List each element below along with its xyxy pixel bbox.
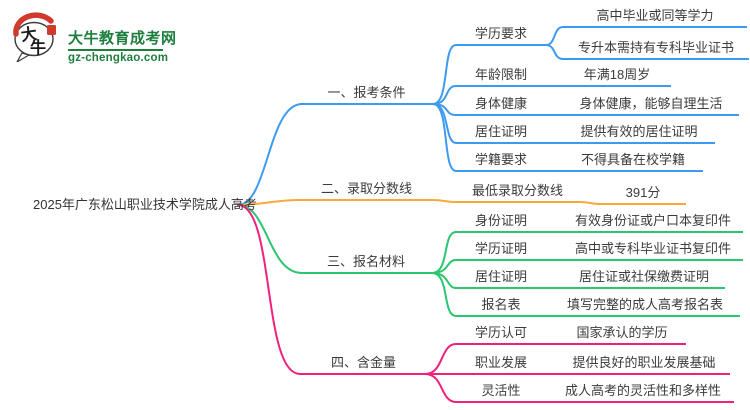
- edge-branch2-child: [432, 199, 456, 203]
- edge-child1-leaf1: [545, 26, 564, 46]
- edge-root-branch1: [237, 103, 303, 206]
- branch2-child1: 最低录取分数线: [455, 181, 580, 203]
- edge-branch1-child1: [432, 44, 457, 105]
- logo-url: gz-chengkao.com: [68, 52, 169, 64]
- branch2-label: 二、录取分数线: [300, 179, 433, 201]
- branch1-child3: 身体健康: [456, 94, 546, 116]
- branch4-child2: 职业发展: [456, 353, 546, 375]
- logo-char-da: 大: [20, 24, 39, 45]
- branch4-child3: 灵活性: [456, 381, 546, 403]
- edge-branch3-child4: [431, 272, 457, 317]
- edge-branch1-child2: [432, 85, 457, 105]
- edge-child1-leaf2: [545, 44, 564, 60]
- branch1-child1: 学历要求: [456, 24, 546, 46]
- branch1-child3-leaf1: 身体健康，能够自理生活: [563, 94, 739, 116]
- site-logo: 大 牛 大牛教育成考网 gz-chengkao.com: [10, 10, 200, 64]
- branch1-child4-leaf1: 提供有效的居住证明: [563, 122, 715, 144]
- branch3-child3: 居住证明: [456, 267, 546, 289]
- branch3-child1: 身份证明: [456, 211, 546, 233]
- branch3-child2-leaf1: 高中或专科毕业证书复印件: [563, 239, 743, 261]
- logo-divider: [68, 49, 163, 51]
- branch1-child4: 居住证明: [456, 122, 546, 144]
- branch4-child1: 学历认可: [456, 323, 546, 345]
- branch1-child5: 学籍要求: [456, 150, 546, 172]
- branch2-score-leaf: 391分: [600, 183, 686, 205]
- edge-root-branch4: [237, 204, 301, 375]
- branch3-child3-leaf1: 居住证或社保缴费证明: [563, 267, 725, 289]
- branch4-child2-leaf1: 提供良好的职业发展基础: [558, 353, 730, 375]
- branch4-child3-leaf1: 成人高考的灵活性和多样性: [552, 381, 734, 403]
- branch1-child5-leaf1: 不得具备在校学籍: [563, 150, 703, 172]
- edge-child-score: [579, 201, 601, 205]
- branch1-child1-leaf1: 高中毕业或同等学力: [563, 6, 747, 28]
- edge-branch4-child3: [424, 373, 457, 403]
- branch3-label: 三、报名材料: [300, 252, 432, 274]
- logo-red-arc: [13, 12, 54, 37]
- logo-red-seal: [47, 25, 56, 35]
- logo-title: 大牛教育成考网: [68, 30, 177, 47]
- edge-branch3-child1: [431, 231, 457, 274]
- edge-branch4-child1: [424, 343, 457, 375]
- branch4-label: 四、含金量: [300, 353, 427, 375]
- branch1-child1-leaf2: 专升本需持有专科毕业证书: [563, 38, 749, 60]
- branch3-child1-leaf1: 有效身份证或户口本复印件: [563, 211, 743, 233]
- branch1-label: 一、报考条件: [300, 83, 433, 105]
- branch1-child2: 年龄限制: [456, 65, 546, 87]
- root-node: 2025年广东松山职业技术学院成人高考: [33, 197, 257, 212]
- branch3-child2: 学历证明: [456, 239, 546, 261]
- edge-branch1-child5: [432, 103, 457, 172]
- branch1-child2-leaf1: 年满18周岁: [563, 65, 671, 87]
- logo-char-niu: 牛: [30, 38, 46, 57]
- logo-bubble-icon: 大 牛: [13, 12, 56, 64]
- branch3-child4: 报名表: [456, 295, 546, 317]
- branch3-child4-leaf1: 填写完整的成人高考报名表: [550, 295, 740, 317]
- branch4-child1-leaf1: 国家承认的学历: [558, 323, 686, 345]
- edge-root-branch3: [237, 204, 303, 274]
